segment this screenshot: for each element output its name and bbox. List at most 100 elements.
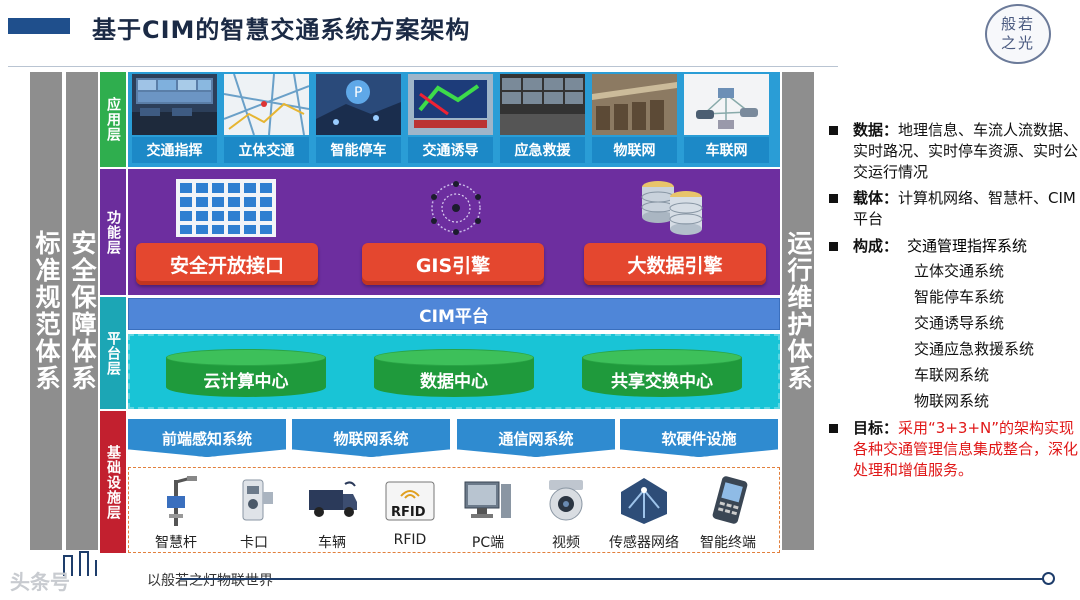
truck-icon xyxy=(305,474,359,528)
dome-camera-icon xyxy=(539,474,593,528)
network-globe-icon xyxy=(418,179,494,237)
parking-photo: P xyxy=(316,74,401,135)
device-rfid: RFID RFID xyxy=(371,472,449,552)
app-tile-command: 交通指挥 xyxy=(130,74,219,165)
guidance-sign-photo xyxy=(408,74,493,135)
device-smart-pole: 智慧杆 xyxy=(137,472,215,552)
footer-line xyxy=(180,578,1048,580)
emergency-wall-photo xyxy=(500,74,585,135)
pillar-operations: 运行维护体系 xyxy=(782,72,814,550)
app-tile-parking: P 智能停车 xyxy=(314,74,403,165)
data-center: 数据中心 xyxy=(374,349,534,397)
devices-panel: 智慧杆 卡口 车辆 RFID RFID PC端 视频 xyxy=(128,467,780,553)
device-label-video: 视频 xyxy=(521,532,611,552)
note-composition-key: 构成： xyxy=(853,237,898,255)
device-smart-terminal: 智能终端 xyxy=(689,472,767,552)
composition-item: 物联网系统 xyxy=(914,388,1034,414)
pillar-standards: 标准规范体系 xyxy=(30,72,62,550)
seal-line-2: 之光 xyxy=(987,34,1049,53)
cloud-computing-label: 云计算中心 xyxy=(166,367,326,392)
seal-line-1: 般若 xyxy=(987,15,1049,34)
device-label-checkpoint: 卡口 xyxy=(209,532,299,552)
function-bigdata-engine: 大数据引擎 xyxy=(584,243,766,285)
device-label-pc: PC端 xyxy=(443,532,533,552)
device-checkpoint: 卡口 xyxy=(215,472,293,552)
device-label-smart-terminal: 智能终端 xyxy=(683,532,773,552)
shared-exchange-center: 共享交换中心 xyxy=(582,349,742,397)
platform-layer: 云计算中心 数据中心 共享交换中心 xyxy=(128,334,780,409)
pc-icon xyxy=(461,474,515,528)
svg-text:P: P xyxy=(354,85,362,101)
device-label-smart-pole: 智慧杆 xyxy=(131,532,221,552)
app-tile-3d-traffic: 立体交通 xyxy=(222,74,311,165)
layer-label-infrastructure: 基础设施层 xyxy=(100,411,126,553)
layer-label-application: 应用层 xyxy=(100,72,126,167)
cim-platform-bar: CIM平台 xyxy=(128,298,780,330)
app-label-iov: 车联网 xyxy=(684,137,769,163)
pillar-security: 安全保障体系 xyxy=(66,72,98,550)
3d-traffic-map-photo xyxy=(224,74,309,135)
logo-seal: 般若 之光 xyxy=(985,4,1051,64)
cylinder-top xyxy=(374,349,534,366)
device-label-sensor-network: 传感器网络 xyxy=(599,532,689,552)
footer-slogan: 以般若之灯物联世界 xyxy=(147,570,273,590)
footer-end-dot xyxy=(1042,572,1055,585)
app-label-emergency: 应急救援 xyxy=(500,137,585,163)
sensor-network-icon xyxy=(617,474,671,528)
composition-item-first: 交通管理指挥系统 xyxy=(907,236,1027,257)
layer-label-platform: 平台层 xyxy=(100,297,126,409)
device-video: 视频 xyxy=(527,472,605,552)
system-front-sensing: 前端感知系统 xyxy=(128,419,286,457)
cylinder-top xyxy=(582,349,742,366)
infrastructure-systems-row: 前端感知系统 物联网系统 通信网系统 软硬件设施 xyxy=(128,411,780,463)
app-tile-guidance: 交通诱导 xyxy=(406,74,495,165)
smart-pole-icon xyxy=(149,474,203,528)
device-vehicle: 车辆 xyxy=(293,472,371,552)
note-data-key: 数据： xyxy=(853,121,898,139)
note-carrier-key: 载体： xyxy=(853,189,898,207)
iov-network-photo xyxy=(684,74,769,135)
command-center-photo xyxy=(132,74,217,135)
app-label-iot: 物联网 xyxy=(592,137,677,163)
bullet-square xyxy=(829,126,838,135)
database-stack-icon xyxy=(636,175,708,239)
composition-list: 立体交通系统 智能停车系统 交通诱导系统 交通应急救援系统 车联网系统 物联网系… xyxy=(914,258,1034,414)
system-communication: 通信网系统 xyxy=(457,419,615,457)
app-label-3d-traffic: 立体交通 xyxy=(224,137,309,163)
title-accent-bar xyxy=(8,18,70,34)
cylinder-top xyxy=(166,349,326,366)
app-grid-icon xyxy=(176,179,276,237)
footer-watermark: 头条号 xyxy=(10,566,70,595)
rfid-icon: RFID xyxy=(383,474,437,528)
note-goal-key: 目标： xyxy=(853,419,898,437)
composition-item: 交通诱导系统 xyxy=(914,310,1034,336)
shared-exchange-label: 共享交换中心 xyxy=(582,367,742,392)
device-pc: PC端 xyxy=(449,472,527,552)
bullet-square xyxy=(829,194,838,203)
composition-item: 立体交通系统 xyxy=(914,258,1034,284)
page-title: 基于CIM的智慧交通系统方案架构 xyxy=(92,10,470,45)
layer-label-function: 功能层 xyxy=(100,169,126,295)
app-tile-emergency: 应急救援 xyxy=(498,74,587,165)
device-sensor-network: 传感器网络 xyxy=(605,472,683,552)
header-divider xyxy=(8,66,838,67)
iot-warehouse-photo xyxy=(592,74,677,135)
function-gis-engine: GIS引擎 xyxy=(362,243,544,285)
composition-item: 交通应急救援系统 xyxy=(914,336,1034,362)
system-iot: 物联网系统 xyxy=(292,419,450,457)
rfid-icon-text: RFID xyxy=(391,505,426,520)
app-tile-iov: 车联网 xyxy=(682,74,771,165)
cloud-computing-center: 云计算中心 xyxy=(166,349,326,397)
function-secure-api: 安全开放接口 xyxy=(136,243,318,285)
application-layer: 交通指挥 立体交通 P 智能停车 交通诱导 应急救援 xyxy=(128,72,780,167)
device-label-vehicle: 车辆 xyxy=(287,532,377,552)
function-layer: 安全开放接口 GIS引擎 大数据引擎 xyxy=(128,169,780,295)
bullet-square xyxy=(829,424,838,433)
app-label-guidance: 交通诱导 xyxy=(408,137,493,163)
composition-item: 车联网系统 xyxy=(914,362,1034,388)
system-hardware-software: 软硬件设施 xyxy=(620,419,778,457)
app-label-command: 交通指挥 xyxy=(132,137,217,163)
app-tile-iot: 物联网 xyxy=(590,74,679,165)
app-label-parking: 智能停车 xyxy=(316,137,401,163)
smart-terminal-icon xyxy=(701,474,755,528)
